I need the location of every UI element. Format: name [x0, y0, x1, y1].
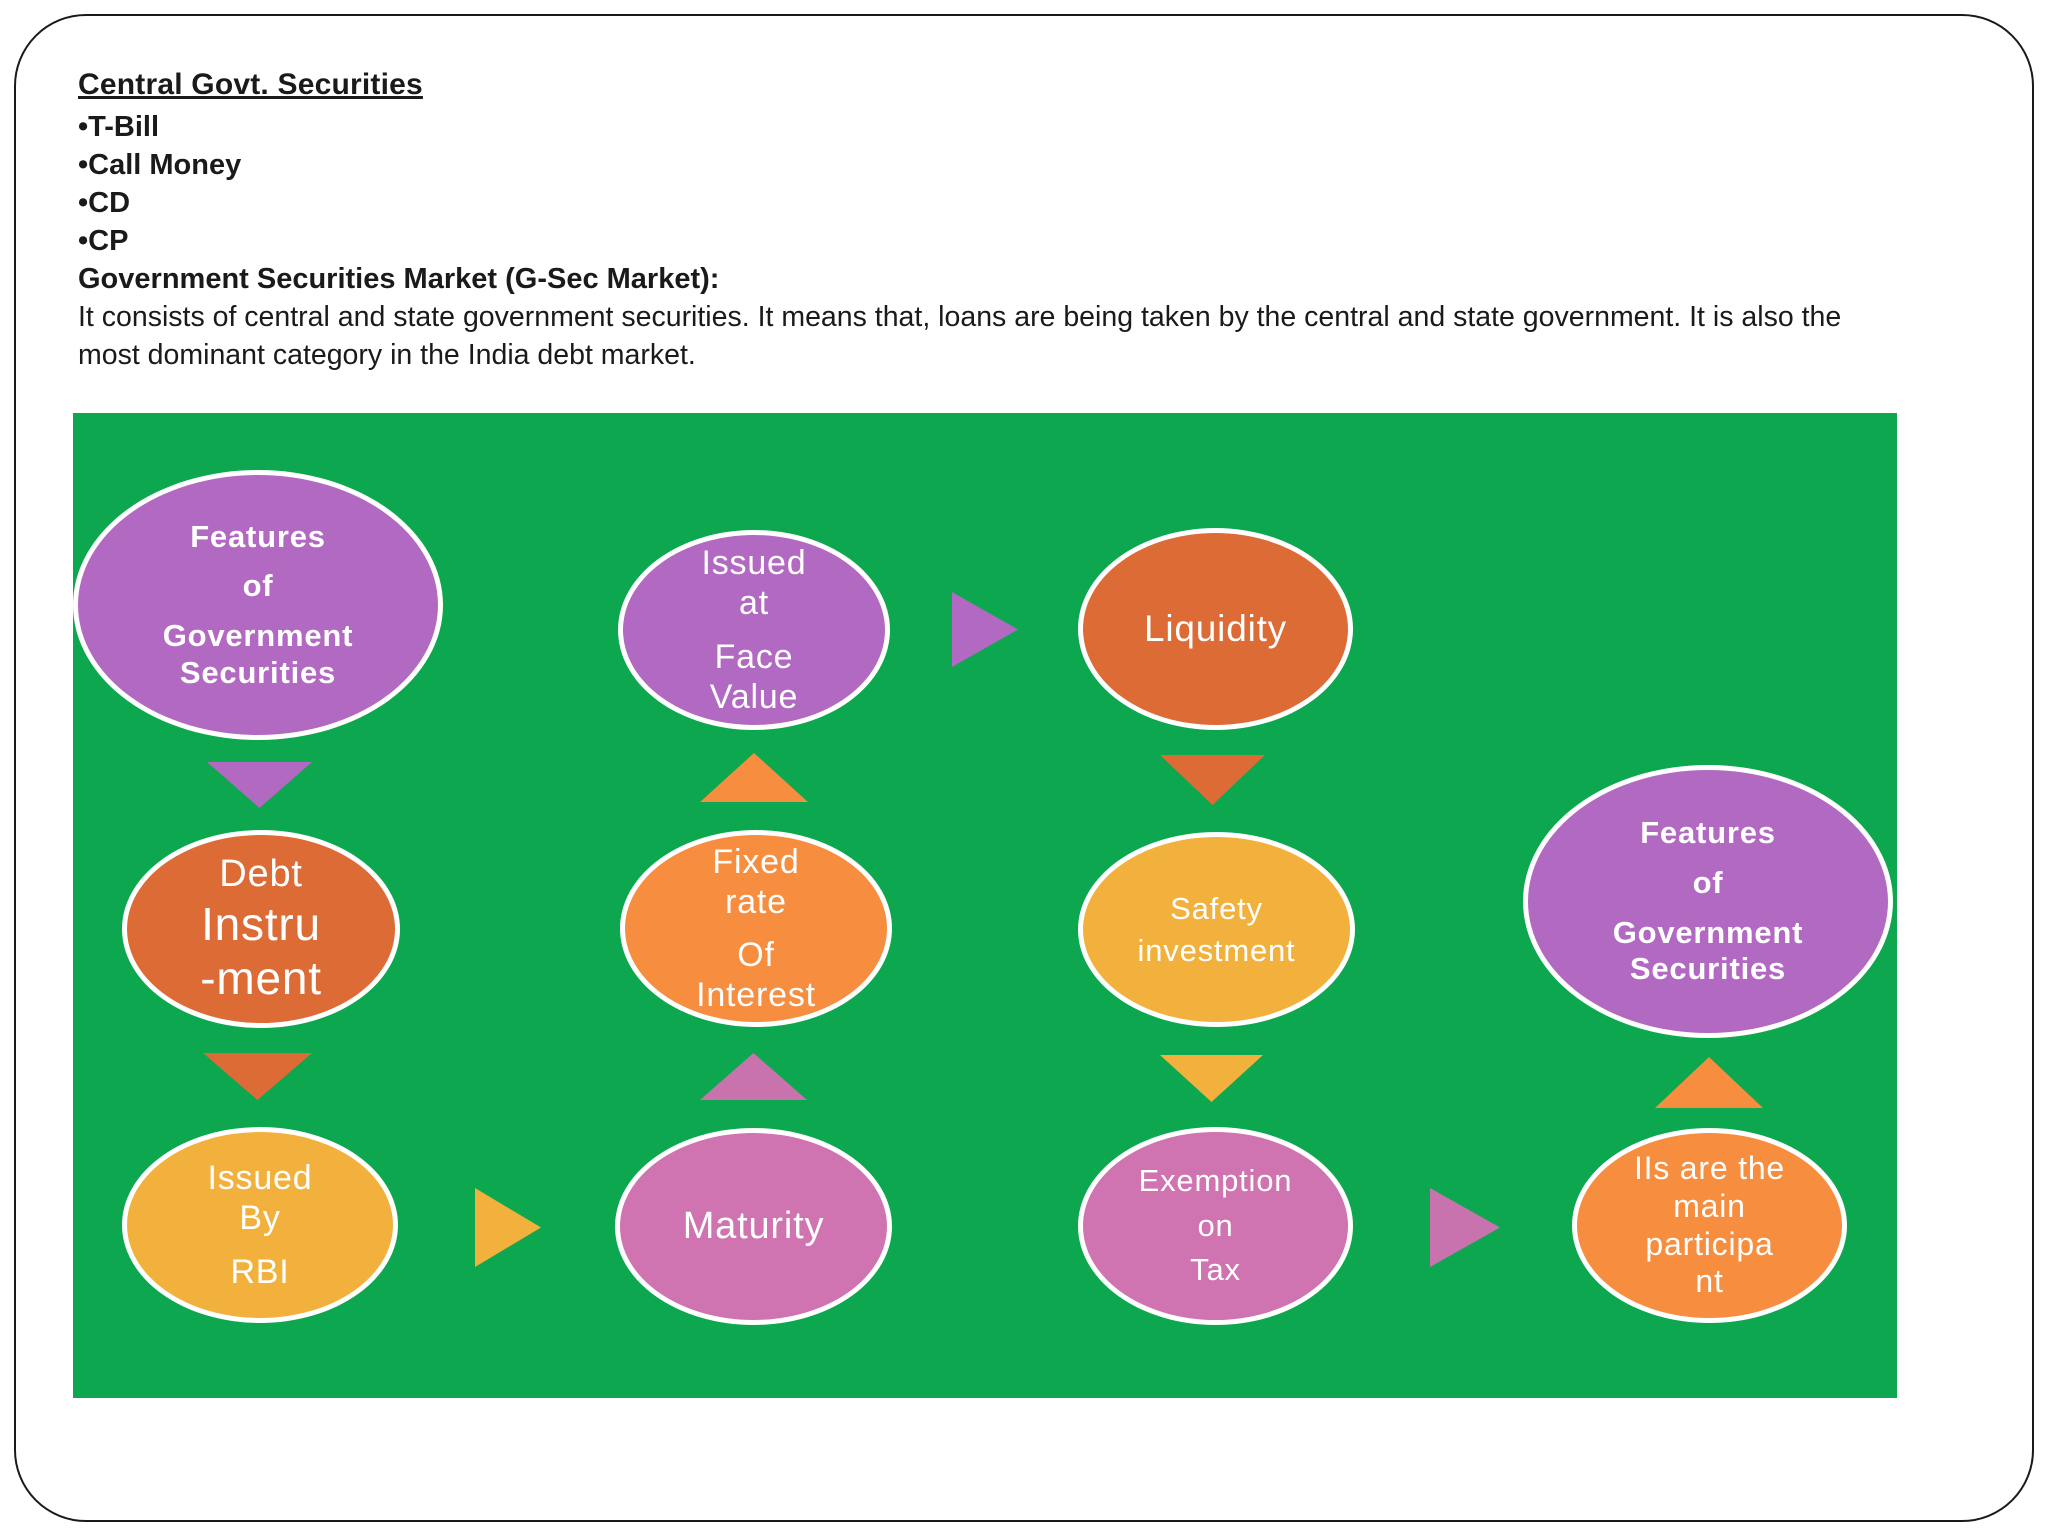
node-text: RBI — [230, 1252, 290, 1291]
node-iis-main-participant: IIs are the main participa nt — [1572, 1128, 1847, 1323]
purple-down-arrow — [207, 762, 312, 808]
node-text: Instru — [201, 898, 321, 951]
node-safety-investment: Safety investment — [1078, 832, 1355, 1027]
orange-up-arrow — [700, 753, 808, 802]
bullet-item: •CP — [78, 225, 129, 257]
node-text: Government — [162, 618, 354, 653]
node-text: Liquidity — [1144, 608, 1287, 650]
node-text: nt — [1695, 1263, 1724, 1300]
yellow-down-arrow — [1160, 1055, 1263, 1102]
node-maturity: Maturity — [615, 1128, 892, 1325]
node-text: Face — [714, 637, 794, 676]
node-text: Issued — [207, 1159, 313, 1198]
node-text: Issued — [701, 544, 807, 583]
node-fixed-rate-of-interest: Fixed rate Of Interest — [620, 830, 892, 1027]
node-exemption-on-tax: Exemption on Tax — [1078, 1127, 1353, 1325]
node-text: Securities — [1629, 951, 1787, 987]
node-text: main — [1673, 1187, 1746, 1224]
node-text: Interest — [696, 976, 816, 1015]
node-text: Features — [190, 518, 326, 554]
node-text: Features — [1640, 815, 1776, 851]
node-text: Maturity — [682, 1205, 825, 1248]
purple-right-arrow — [952, 592, 1018, 667]
node-issued-at-face-value: Issued at Face Value — [618, 530, 890, 730]
node-text: of — [242, 568, 274, 604]
yellow-right-arrow — [475, 1188, 541, 1267]
pink-up-arrow — [700, 1053, 807, 1100]
node-text: investment — [1137, 932, 1296, 968]
node-text: Value — [709, 677, 799, 716]
node-text: Exemption — [1138, 1162, 1293, 1198]
page-title: Central Govt. Securities — [78, 68, 423, 101]
node-text: participa — [1645, 1225, 1774, 1262]
bullet-item: •CD — [78, 187, 131, 219]
orange-down-arrow — [203, 1053, 312, 1100]
bullet-item: •Call Money — [78, 149, 242, 181]
node-text: By — [239, 1199, 281, 1238]
node-text: Government — [1612, 914, 1804, 950]
node-text: Securities — [179, 654, 337, 690]
text-block: Central Govt. Securities •T-Bill •Call M… — [78, 68, 1886, 374]
node-debt-instrument: Debt Instru -ment — [122, 830, 400, 1028]
node-text: at — [739, 584, 769, 623]
node-issued-by-rbi: Issued By RBI — [122, 1127, 398, 1323]
node-text: Safety — [1170, 890, 1263, 926]
orange-down-arrow — [1160, 755, 1265, 805]
bullet-item: •T-Bill — [78, 111, 160, 143]
section-heading: Government Securities Market (G-Sec Mark… — [78, 263, 720, 295]
node-text: Debt — [219, 853, 303, 896]
node-text: Fixed — [712, 842, 800, 881]
node-text: of — [1692, 864, 1724, 900]
orange-up-arrow — [1655, 1057, 1763, 1108]
node-features-right: Features of Government Securities — [1523, 765, 1893, 1038]
node-liquidity: Liquidity — [1078, 528, 1353, 730]
node-text: on — [1197, 1207, 1234, 1243]
node-text: rate — [725, 882, 787, 921]
node-text: -ment — [200, 952, 322, 1005]
body-paragraph: It consists of central and state governm… — [78, 301, 1842, 371]
diagram-canvas: Features of Government Securities Issued… — [73, 413, 1897, 1398]
node-text: Tax — [1190, 1252, 1241, 1288]
node-text: Of — [737, 936, 775, 974]
node-text: IIs are the — [1633, 1150, 1786, 1186]
node-features-left: Features of Government Securities — [73, 470, 443, 740]
pink-right-arrow — [1430, 1188, 1500, 1267]
